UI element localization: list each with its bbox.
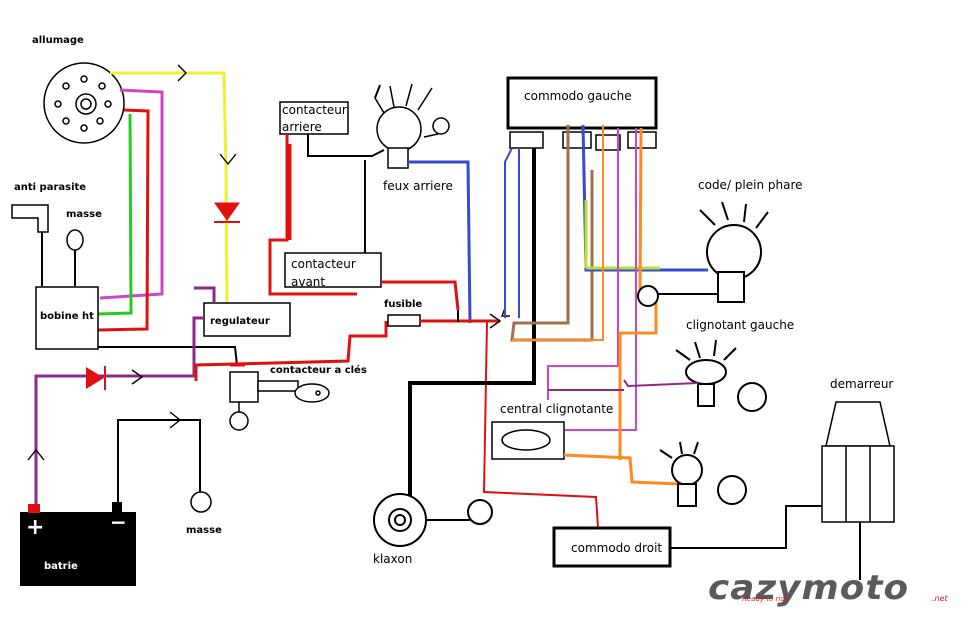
label-contacteur-avant-2: avant [291,275,326,289]
label-fusible: fusible [384,299,423,310]
allumage-stator [43,62,125,144]
label-code-plein-phare: code/ plein phare [698,178,803,192]
label-feux-arriere: feux arriere [383,179,453,193]
logo-tagline: Ready to ride [742,595,790,603]
label-allumage: allumage [32,35,84,46]
label-anti-parasite: anti parasite [14,182,87,193]
label-masse-bottom: masse [186,525,222,536]
stator-wires [97,71,229,332]
clignotant-gauche [675,339,767,412]
diode-yellow [214,202,240,223]
logo-suffix: .net [932,594,948,603]
regulateur-box [203,302,291,337]
bobine-ht-box [35,286,99,350]
contacteur-a-cles [229,371,330,431]
feux-arriere-lamp [374,83,450,169]
cazymoto-logo: cazymoto Ready to ride .net [708,568,958,608]
commodo-gauche-box [506,76,658,130]
label-klaxon: klaxon [373,552,413,566]
contacteur-avant-box [284,252,382,288]
label-batrie: batrie [44,561,78,572]
anti-parasite-cap [11,204,49,233]
label-demarreur: demarreur [830,377,894,391]
label-contacteur-avant-1: contacteur [291,257,356,271]
label-contacteur-arriere-1: contacteur [282,103,347,117]
label-central-clignotante: central clignotante [500,402,614,416]
label-masse-top: masse [66,209,102,220]
label-bobine-ht: bobine ht [40,311,94,322]
label-commodo-gauche: commodo gauche [524,89,632,103]
clignotant-droit [659,441,747,507]
label-regulateur: regulateur [210,316,270,327]
contacteur-arriere-box [279,101,349,135]
demarreur [821,401,895,580]
label-contacteur-arriere-2: arriere [282,120,322,134]
masse-bottom-terminal [190,491,212,513]
label-clignotant-gauche: clignotant gauche [686,318,795,332]
flow-arrows [177,64,237,166]
batrie-body [20,512,136,586]
label-commodo-droit: commodo droit [571,541,663,555]
headlight [637,201,769,307]
masse-top-terminal [66,229,84,251]
label-contacteur-a-cles: contacteur a clés [270,365,367,376]
fusible-box [387,314,421,327]
logo-main-text: cazymoto [708,568,910,608]
battery-plus-sign: + [26,515,45,540]
klaxon [373,493,493,547]
diode-purple [27,366,144,461]
battery-minus-sign: − [110,510,127,534]
